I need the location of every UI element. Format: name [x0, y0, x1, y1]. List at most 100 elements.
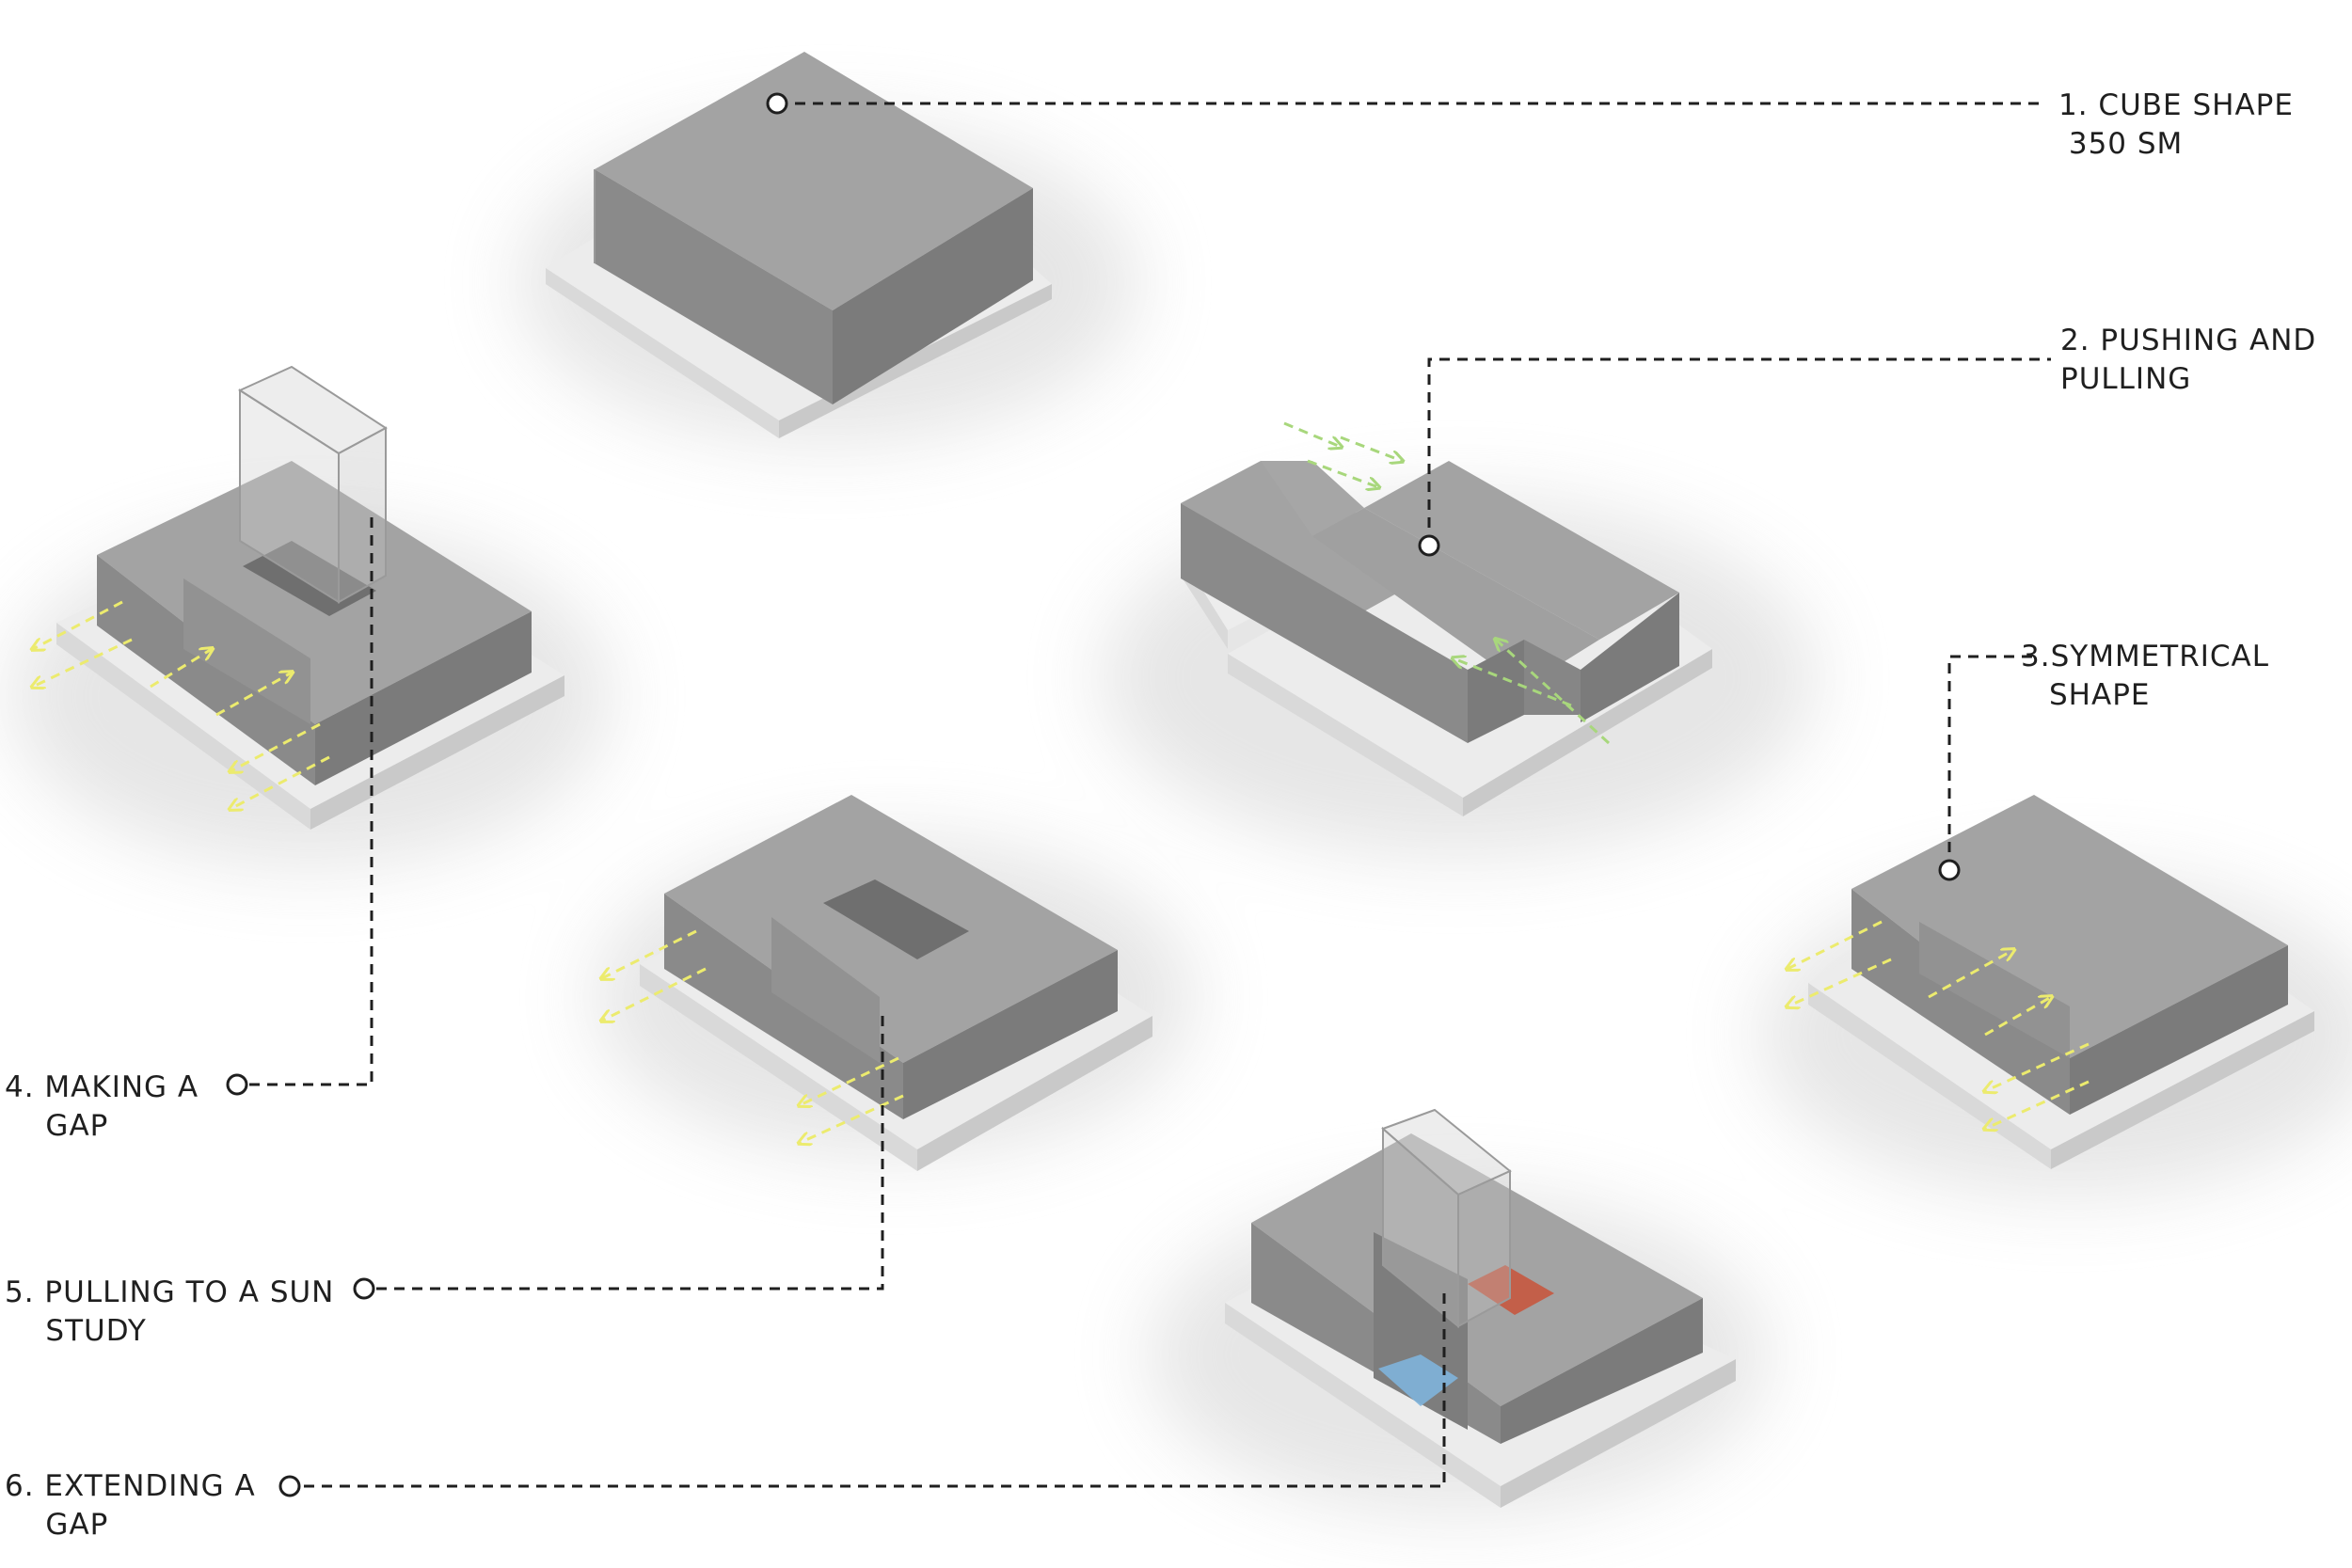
- block-right: [2070, 945, 2288, 1115]
- sun-arrow: [150, 649, 212, 689]
- block-right: [1501, 1298, 1703, 1444]
- base-side-left: [640, 964, 917, 1171]
- block-left: [595, 169, 833, 404]
- base-side-left: [1228, 654, 1463, 816]
- courtyard-void: [243, 541, 376, 616]
- block-top: [595, 52, 1033, 310]
- block-right: [833, 188, 1033, 404]
- base-side-right: [2051, 1011, 2314, 1169]
- leader-lines: [240, 102, 2051, 1488]
- callout-label-sun-study: 5. PULLING TO A SUN STUDY: [5, 1274, 334, 1351]
- label-line: SHAPE: [2049, 678, 2151, 712]
- block-left: [1851, 889, 2070, 1115]
- massing-model-sun-study: [602, 795, 1152, 1171]
- block-left: [664, 894, 903, 1119]
- sun-arrow: [1985, 1080, 2090, 1129]
- block-left: [1181, 503, 1468, 743]
- label-line: 5. PULLING TO A SUN: [5, 1275, 335, 1309]
- sun-arrow: [800, 1056, 899, 1105]
- sun-arrow: [1985, 1042, 2090, 1091]
- label-line: 2. PUSHING AND: [2060, 324, 2317, 357]
- callout-dot-3: [1938, 859, 1961, 881]
- base-side-right: [1463, 649, 1712, 816]
- ghost-box-right: [338, 426, 387, 604]
- leader-line-4: [240, 517, 373, 1086]
- label-line: STUDY: [5, 1314, 147, 1348]
- gap-recess: [183, 578, 310, 724]
- block-right-b: [1581, 593, 1679, 722]
- base-side-left: [546, 268, 779, 438]
- block-right: [315, 611, 532, 785]
- sun-arrow: [33, 600, 123, 649]
- sun-arrow: [215, 673, 292, 717]
- label-line: 1. CUBE SHAPE: [2058, 88, 2294, 122]
- sun-arrows: [33, 600, 330, 809]
- sun-arrow: [33, 638, 133, 687]
- sun-arrows: [1788, 920, 2090, 1129]
- wind-arrow: [1283, 421, 1341, 447]
- label-line: 350 SM: [2058, 127, 2184, 161]
- ghost-volume: [237, 365, 388, 604]
- sun-arrow: [1928, 950, 2013, 999]
- gap-recess: [771, 917, 880, 1063]
- label-line: PULLING: [2060, 362, 2192, 396]
- ghost-volume: [1381, 1108, 1512, 1329]
- sun-arrow: [800, 1094, 904, 1143]
- callout-dot-1: [766, 92, 788, 115]
- block-recess: [1919, 922, 2070, 1058]
- wind-arrow: [1454, 658, 1572, 707]
- sun-arrow: [230, 755, 330, 809]
- sun-arrows: [602, 929, 904, 1143]
- sun-arrow: [1788, 920, 1883, 969]
- base-side-right: [917, 1016, 1152, 1171]
- label-line: 4. MAKING A: [5, 1070, 199, 1104]
- callout-dot-4: [226, 1073, 248, 1096]
- base-side-right: [779, 284, 1052, 438]
- massing-model-push-pull: [1181, 421, 1712, 816]
- wind-arrows: [1283, 421, 1611, 745]
- callout-label-extending-gap: 6. EXTENDING A GAP: [5, 1467, 256, 1544]
- block-top: [1251, 1133, 1703, 1406]
- base-side-right: [310, 675, 564, 830]
- label-line: 3.SYMMETRICAL: [2021, 640, 2270, 673]
- label-line: GAP: [5, 1508, 109, 1542]
- callout-dots: [226, 92, 1961, 1497]
- label-line: GAP: [5, 1109, 109, 1143]
- callout-label-pushing-pulling: 2. PUSHING AND PULLING: [2060, 322, 2316, 399]
- leader-line-3: [1947, 655, 2037, 870]
- callout-label-symmetrical: 3.SYMMETRICAL SHAPE: [2021, 638, 2269, 715]
- base-side-left: [56, 623, 310, 830]
- block-right-a: [1468, 640, 1524, 743]
- massing-model-symmetrical: [1788, 795, 2314, 1169]
- wind-arrow: [1340, 436, 1402, 461]
- leader-line-2: [1427, 357, 2051, 546]
- block-top-notch: [1261, 461, 1364, 536]
- callout-label-cube-shape: 1. CUBE SHAPE 350 SM: [2058, 87, 2294, 164]
- callout-dot-5: [353, 1277, 375, 1300]
- callout-dot-2: [1418, 534, 1440, 557]
- callout-dot-6: [278, 1475, 301, 1497]
- massing-model-gap: [33, 365, 564, 830]
- leader-line-5: [367, 1016, 884, 1291]
- block-front-notch: [1524, 640, 1581, 715]
- massing-model-cube: [546, 52, 1052, 438]
- massing-model-extended-gap: [1225, 1108, 1736, 1508]
- courtyard-void: [823, 879, 969, 959]
- wind-arrow: [1307, 459, 1378, 487]
- base-side-right: [1501, 1359, 1736, 1508]
- sun-arrow: [1984, 997, 2051, 1037]
- sun-arrow: [230, 722, 321, 771]
- label-line: 6. EXTENDING A: [5, 1469, 256, 1503]
- block-top-right: [1364, 461, 1679, 640]
- block-top: [1851, 795, 2288, 1058]
- block-left: [97, 555, 315, 785]
- callout-label-making-gap: 4. MAKING A GAP: [5, 1069, 199, 1146]
- sun-arrow: [602, 929, 697, 978]
- base-side-left: [1225, 1303, 1501, 1508]
- block-right: [903, 950, 1118, 1119]
- cool-zone-patch: [1378, 1354, 1458, 1406]
- sun-arrow: [1788, 958, 1892, 1006]
- ghost-box-right: [1457, 1169, 1511, 1328]
- sun-arrow: [602, 967, 707, 1021]
